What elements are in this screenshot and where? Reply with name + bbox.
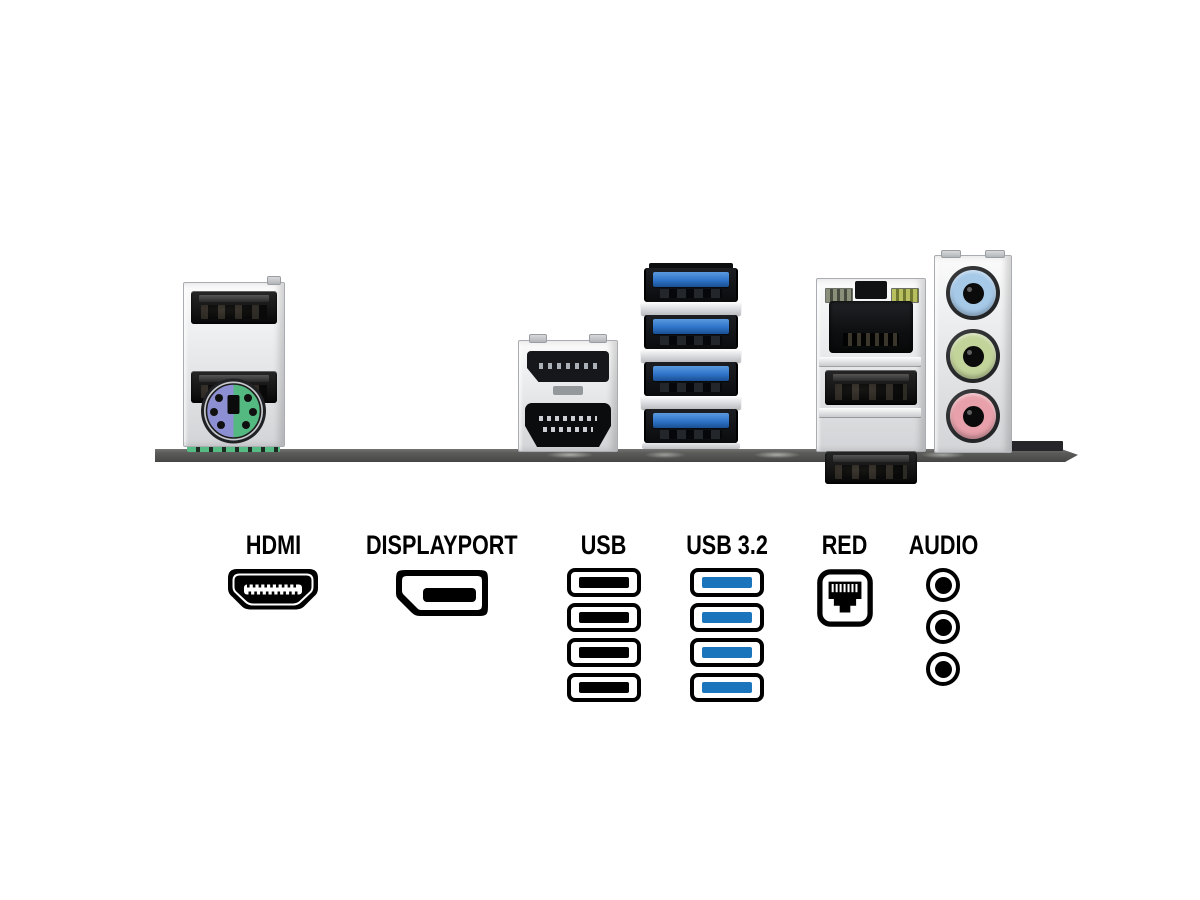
audio-jack-symbol [926,568,960,602]
usb3-tongue [653,366,729,382]
displayport-label: DISPLAYPORT [366,530,518,560]
latch-tab [553,386,583,395]
usb3-port [644,268,738,302]
ps2-usb-block [183,276,285,447]
usb32-port-symbol [690,568,764,597]
rj45-ethernet-icon [816,568,874,628]
stack-divider [641,396,741,409]
video-out-block [518,334,618,452]
block-divider [819,357,921,366]
displayport-port [527,351,609,382]
usb-label: USB [581,530,627,560]
legend-item-displayport: DISPLAYPORT [352,532,532,618]
usb2-port [825,370,917,405]
hdmi-port [525,403,611,447]
rj45-latch [855,281,887,299]
rear-io-photo [155,250,1078,484]
usb3-pins [660,383,722,392]
legend-item-red: RED [775,532,915,628]
hdmi-pins [539,416,597,421]
usb32-port-icon [690,568,764,708]
usb32-port-symbol [690,603,764,632]
hdmi-label: HDMI [245,530,301,560]
usb3-port [644,362,738,396]
mount-tab [589,334,607,343]
usb-port-icon [567,568,641,708]
rj45-pins [843,333,899,346]
usb3-pins [660,430,722,439]
block-divider [819,408,921,417]
displayport-pins [539,363,597,369]
legend-item-audio: AUDIO [868,532,1018,694]
audio-jack-mic [946,389,1000,443]
usb-port-symbol [567,673,641,702]
audio-jack-symbol [926,652,960,686]
mount-tab [985,250,1005,258]
usb32-port-symbol [690,638,764,667]
mount-tab [267,276,281,285]
usb3-tongue [653,319,729,335]
usb3-pins [660,289,722,298]
stack-divider [641,349,741,362]
usb32-port-symbol [690,673,764,702]
usb3-stack [641,263,741,449]
usb2-port [191,291,277,324]
legend-item-hdmi: HDMI [193,532,353,612]
usb3-tongue [653,272,729,288]
bracket-foot-shadow [985,441,1063,451]
stack-lip [642,443,740,449]
audio-label: AUDIO [908,530,978,560]
usb3-pins [660,336,722,345]
hdmi-connector-icon [227,568,319,612]
pcb-edge-strip [187,443,280,452]
audio-block [934,250,1012,453]
red-label: RED [822,530,868,560]
ps2-combo-port [201,378,266,444]
usb3-port [644,315,738,349]
rj45-lan-port [829,301,913,353]
audio-jack-icon [926,568,960,694]
legend-item-usb: USB [524,532,684,708]
audio-jack-line-out [946,329,1000,383]
mount-tab [529,334,547,343]
usb32-label: USB 3.2 [686,530,768,560]
displayport-connector-icon [394,568,490,618]
legend-item-usb32: USB 3.2 [647,532,807,708]
usb-port-symbol [567,568,641,597]
stack-cap [649,263,733,268]
audio-jack-line-in [946,266,1000,320]
usb2-port [825,451,917,484]
audio-jack-symbol [926,610,960,644]
lan-usb-block [816,278,926,484]
usb-port-symbol [567,638,641,667]
usb-port-symbol [567,603,641,632]
usb3-tongue [653,413,729,429]
stack-divider [641,302,741,315]
hdmi-pins [543,427,593,432]
mount-tab [941,250,961,258]
usb3-port [644,409,738,443]
